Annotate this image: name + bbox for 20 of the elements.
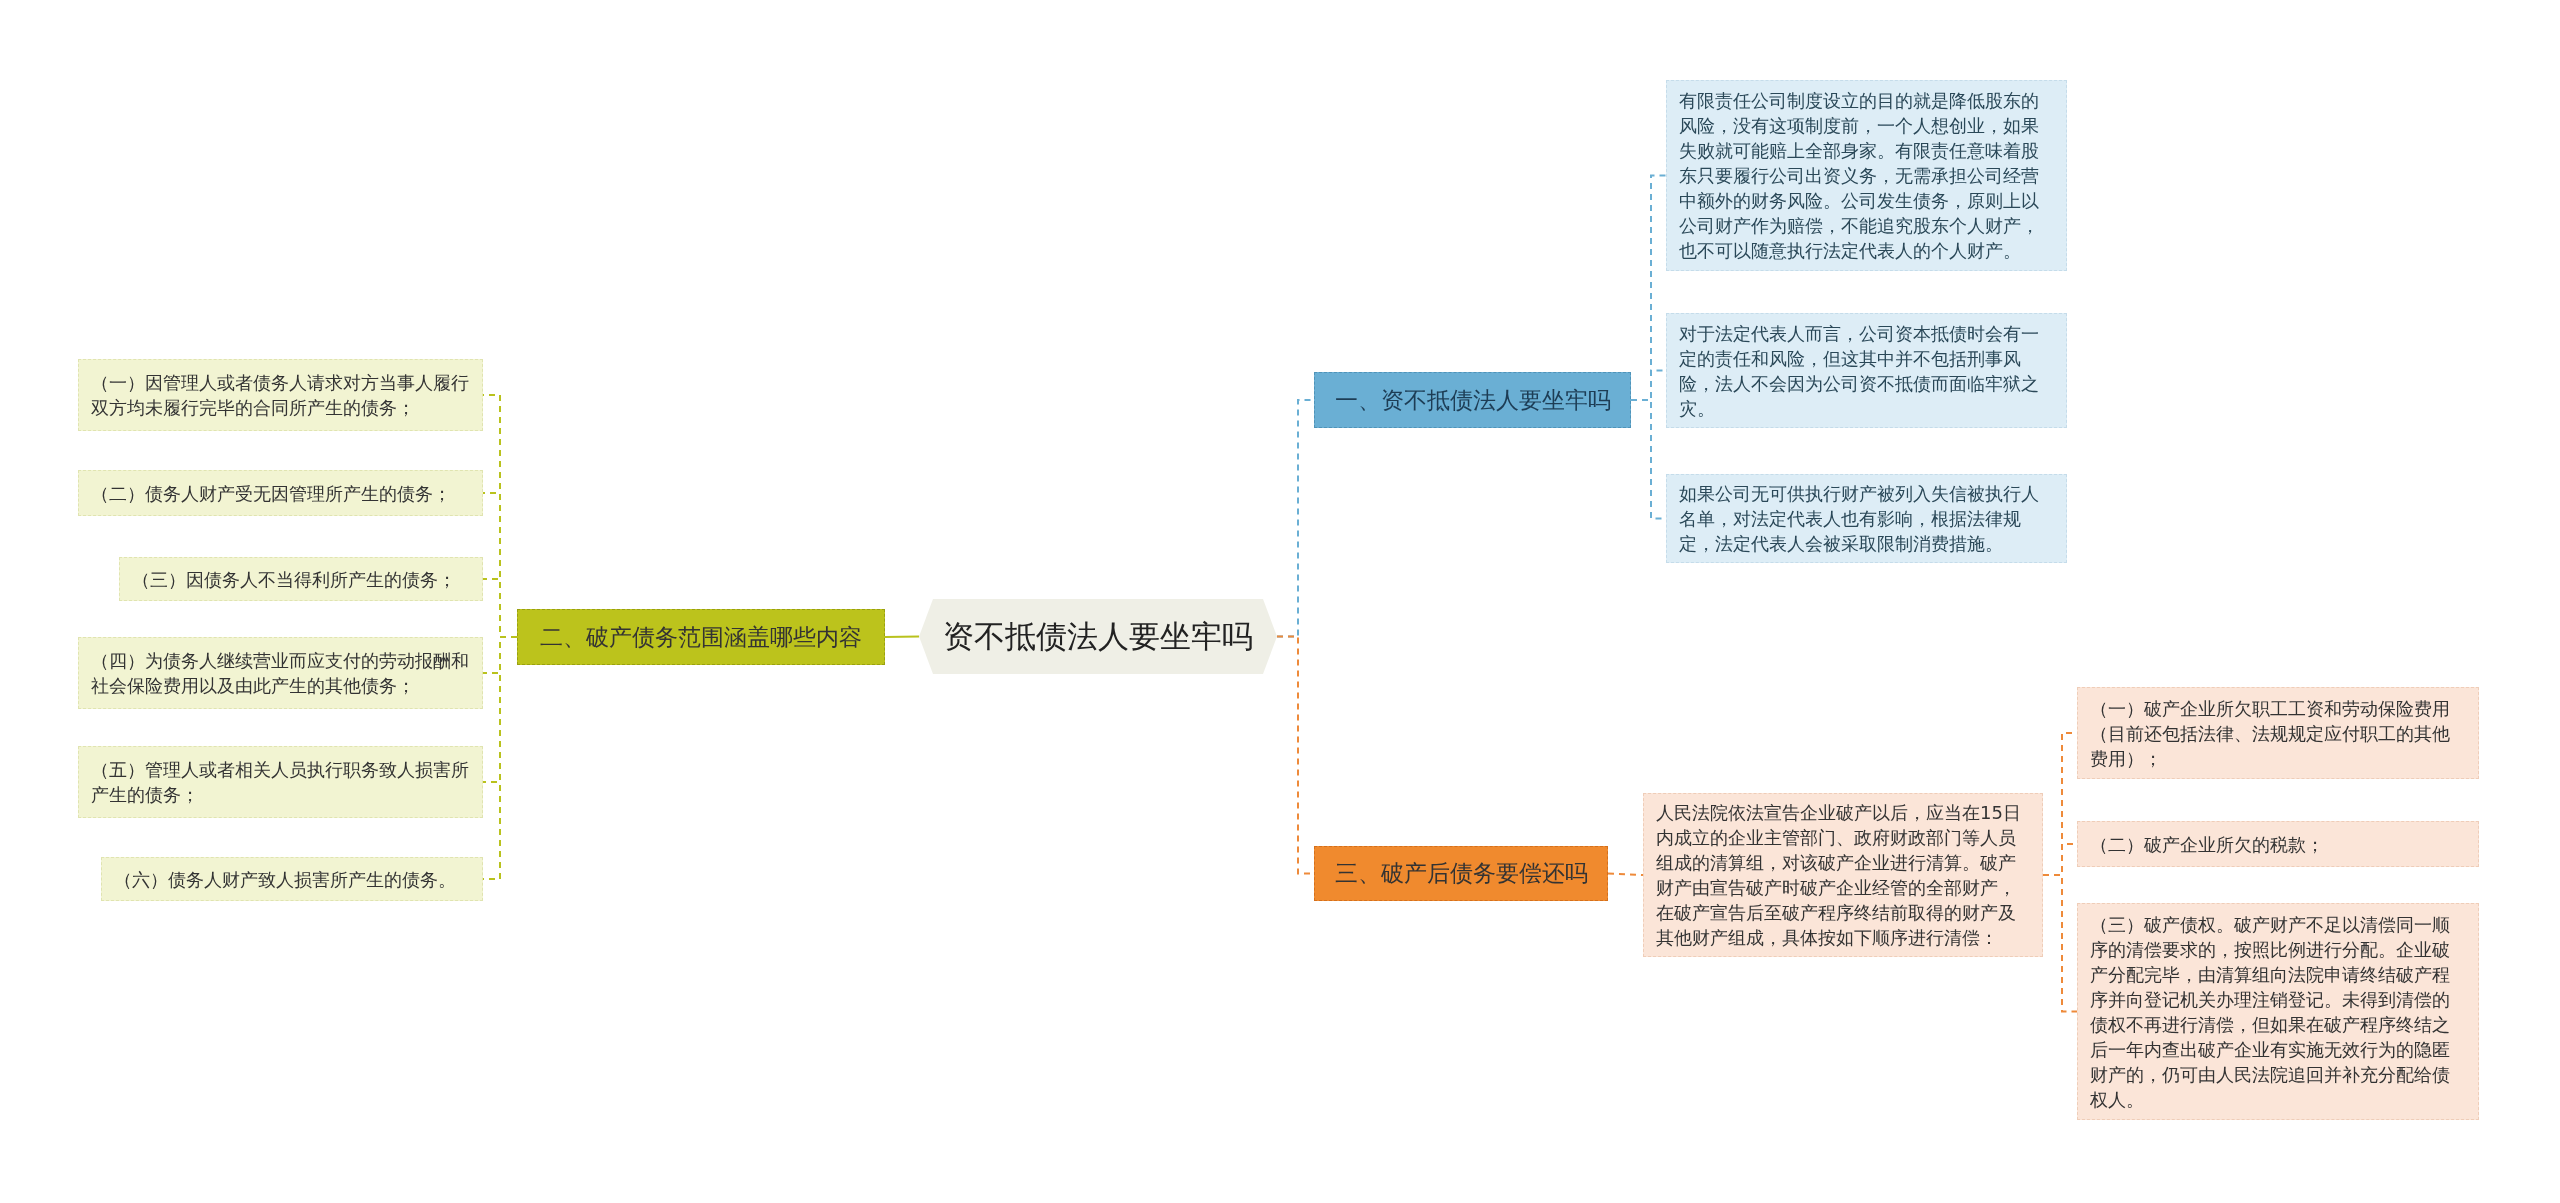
note-box: （三）因债务人不当得利所产生的债务； xyxy=(119,557,483,601)
connector-line xyxy=(2042,874,2078,1013)
central-topic: 资不抵债法人要坐牢吗 xyxy=(919,599,1277,674)
note-box: 如果公司无可供执行财产被列入失信被执行人名单，对法定代表人也有影响，根据法律规定，法定代表人会被采取限制消费措施。 xyxy=(1666,474,2067,563)
note-box: （六）债务人财产致人损害所产生的债务。 xyxy=(101,857,483,901)
note-box: （四）为债务人继续营业而应支付的劳动报酬和社会保险费用以及由此产生的其他债务； xyxy=(78,637,483,709)
note-box: 有限责任公司制度设立的目的就是降低股东的风险，没有这项制度前，一个人想创业，如果失败就可能赔上全部身家。有限责任意味着股东只要履行公司出资义务，无需承担公司经营中额外的财务风险。公司发生债务，原则上以公司财产作为赔偿，不能追究股东个人财产，也不可以随意执行法定代表人的个人财产。 xyxy=(1666,80,2067,271)
note-box: （二）破产企业所欠的税款； xyxy=(2077,821,2479,867)
note-box: （一）因管理人或者债务人请求对方当事人履行双方均未履行完毕的合同所产生的债务； xyxy=(78,359,483,431)
connector-line xyxy=(884,635,920,638)
note-box: （三）破产债权。破产财产不足以清偿同一顺序的清偿要求的，按照比例进行分配。企业破产分配完毕，由清算组向法院申请终结破产程序并向登记机关办理注销登记。未得到清偿的债权不再进行清偿，但如果在破产程序终结之后一年内查出破产企业有实施无效行为的隐匿财产的，仍可由人民法院追回并补充分配给债权人。 xyxy=(2077,903,2479,1120)
note-box: 人民法院依法宣告企业破产以后，应当在15日内成立的企业主管部门、政府财政部门等人员组成的清算组，对该破产企业进行清算。破产财产由宣告破产时破产企业经管的全部财产，在破产宣告后至破产程序终结前取得的财产及其他财产组成，具体按如下顺序进行清偿： xyxy=(1643,793,2043,957)
note-box: （一）破产企业所欠职工工资和劳动保险费用（目前还包括法律、法规规定应付职工的其他费用）； xyxy=(2077,687,2479,779)
branch-topic: 二、破产债务范围涵盖哪些内容 xyxy=(517,609,885,665)
connector-line xyxy=(1607,872,1644,876)
note-box: （五）管理人或者相关人员执行职务致人损害所产生的债务； xyxy=(78,746,483,818)
branch-topic: 三、破产后债务要偿还吗 xyxy=(1314,846,1608,901)
note-box: 对于法定代表人而言，公司资本抵债时会有一定的责任和风险，但这其中并不包括刑事风险，法人不会因为公司资不抵债而面临牢狱之灾。 xyxy=(1666,313,2067,428)
branch-topic: 一、资不抵债法人要坐牢吗 xyxy=(1314,372,1631,428)
note-box: （二）债务人财产受无因管理所产生的债务； xyxy=(78,470,483,516)
